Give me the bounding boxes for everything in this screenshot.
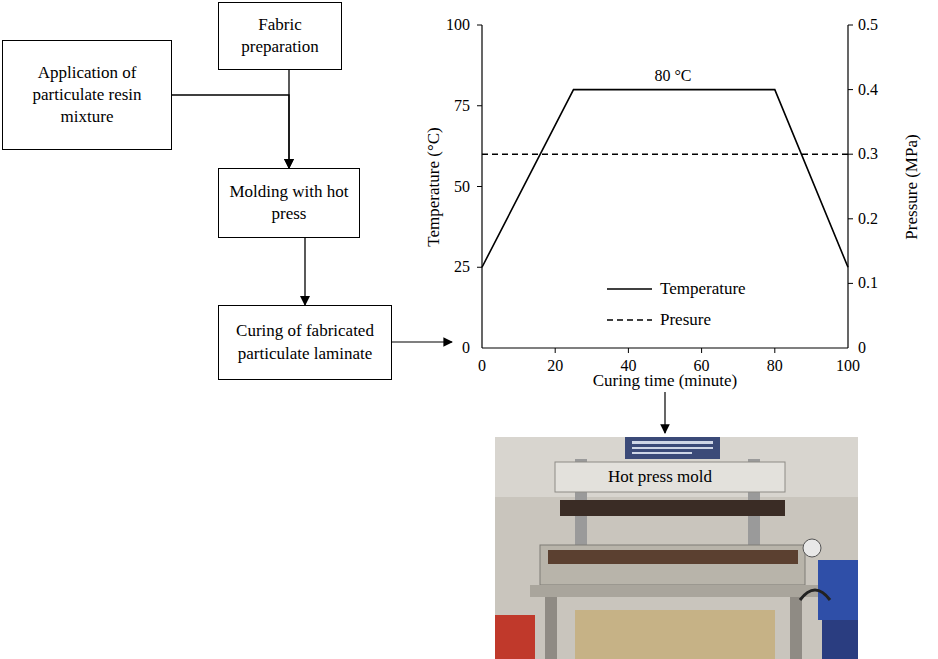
flow-arrow <box>304 238 305 305</box>
box-text: Application of particulate resin mixture <box>11 62 163 128</box>
axis-tick: 25 <box>454 258 470 276</box>
axis-tick: 100 <box>836 357 860 375</box>
photo-label: Hot press mold <box>605 467 715 487</box>
axis-tick: 75 <box>454 97 470 115</box>
axis-tick: 0 <box>858 339 866 357</box>
process-box: Fabric preparation <box>218 2 342 70</box>
process-box: Molding with hot press <box>218 168 360 238</box>
axis-tick: 0 <box>462 339 470 357</box>
legend-text: Temperature <box>660 279 746 299</box>
axis-tick: 0.1 <box>858 274 878 292</box>
axis-tick: 0 <box>478 357 486 375</box>
axis-tick: 0.2 <box>858 210 878 228</box>
axis-tick: 50 <box>454 177 470 195</box>
axis-title: Curing time (minute) <box>593 371 737 391</box>
process-box: Application of particulate resin mixture <box>2 40 172 150</box>
axis-title: Temperature (°C) <box>424 127 444 246</box>
process-box: Curing of fabricated particulate laminat… <box>218 305 392 380</box>
axis-tick: 0.3 <box>858 145 878 163</box>
axis-tick: 20 <box>547 357 563 375</box>
axis-title: Pressure (MPa) <box>902 134 922 239</box>
axis-tick: 80 <box>767 357 783 375</box>
axis-tick: 0.4 <box>858 80 878 98</box>
box-text: Curing of fabricated particulate laminat… <box>227 320 383 364</box>
flow-arrow <box>172 95 289 168</box>
box-text: Molding with hot press <box>227 181 351 225</box>
legend-text: Presure <box>660 310 711 330</box>
axis-tick: 0.5 <box>858 16 878 34</box>
axis-tick: 100 <box>446 16 470 34</box>
plateau-label: 80 °C <box>654 67 691 85</box>
box-text: Fabric preparation <box>227 14 333 58</box>
